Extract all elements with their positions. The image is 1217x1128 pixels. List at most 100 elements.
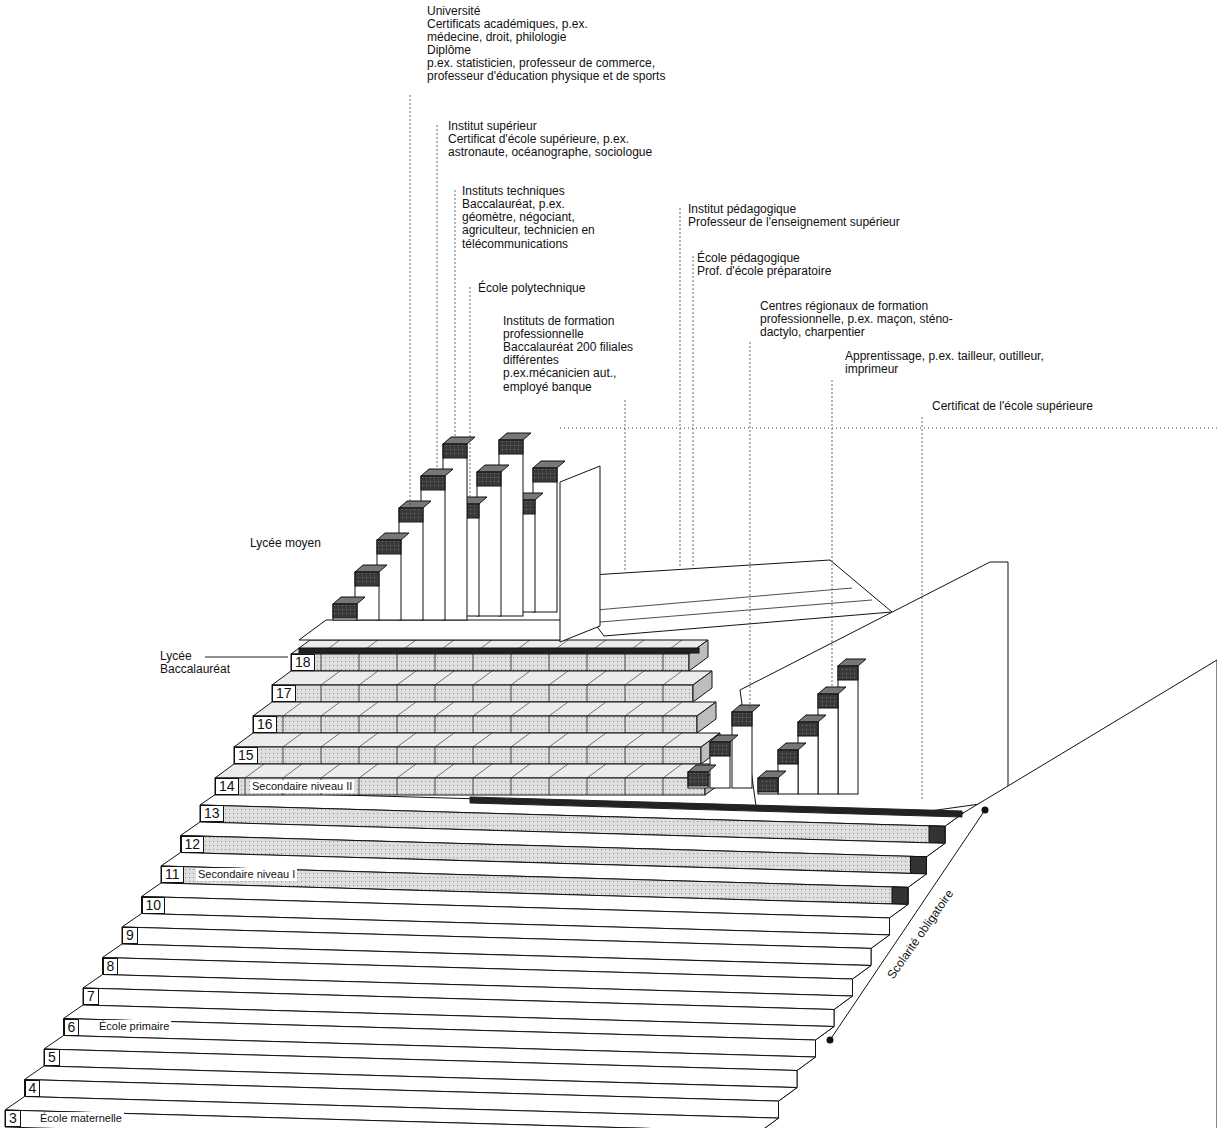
regional-step-riser	[732, 712, 752, 726]
brick-joint	[435, 778, 436, 795]
brick-end-face	[697, 702, 716, 733]
lycee-step-body	[399, 508, 423, 620]
callout-text: Centres régionaux de formation professio…	[760, 300, 975, 340]
lycee-step-top	[533, 461, 565, 468]
brick-joint	[663, 733, 682, 747]
lycee-step-riser	[333, 604, 357, 618]
brick-joint	[435, 702, 454, 716]
leader-line	[437, 125, 438, 470]
brick-joint	[549, 671, 568, 685]
lycee-step-top	[377, 533, 409, 540]
step-label: Secondaire niveau II	[250, 780, 354, 793]
step-number: 3	[5, 1110, 21, 1127]
apprentice-step-top	[758, 771, 786, 778]
brick-riser	[253, 716, 697, 733]
brick-joint	[359, 778, 360, 795]
regional-step-riser	[710, 742, 730, 756]
regional-step-top	[710, 735, 738, 742]
brick-joint	[473, 702, 492, 716]
brick-joint	[359, 733, 378, 747]
brick-joint	[473, 654, 474, 671]
brick-joint	[321, 671, 340, 685]
brick-joint	[435, 716, 436, 733]
brick-joint	[549, 747, 550, 764]
apprentice-step-riser	[758, 778, 778, 792]
leader-line	[625, 400, 626, 572]
brick-joint	[283, 733, 302, 747]
apprentice-step-riser	[798, 722, 818, 736]
brick-joint	[473, 733, 492, 747]
brick-joint	[359, 716, 360, 733]
brick-joint	[511, 702, 530, 716]
apprentice-step-body	[818, 694, 838, 794]
step-number: 15	[234, 747, 258, 764]
brick-joint	[587, 654, 588, 671]
brick-joint	[321, 733, 340, 747]
brick-joint	[625, 716, 626, 733]
lycee-step-riser	[355, 572, 379, 586]
step-dark-tip	[911, 856, 927, 873]
step-label: École maternelle	[38, 1112, 124, 1125]
lycee-step-riser	[533, 468, 557, 482]
brick-joint	[435, 764, 454, 778]
callout-text: École pédagogique	[697, 252, 957, 265]
brick-joint	[321, 685, 322, 702]
brick-joint	[625, 778, 626, 795]
brick-joint	[549, 716, 550, 733]
brick-joint	[625, 733, 644, 747]
brick-joint	[283, 747, 284, 764]
tread-dark-band	[470, 797, 962, 817]
brick-joint	[283, 702, 302, 716]
step-label: Secondaire niveau I	[196, 868, 297, 881]
lycee-step-riser	[399, 508, 423, 522]
leader-line	[750, 342, 751, 708]
brick-joint	[625, 764, 644, 778]
slab-edge	[596, 588, 852, 610]
step-number: 9	[122, 927, 138, 944]
step-number: 17	[272, 685, 296, 702]
brick-joint	[625, 685, 626, 702]
brick-joint	[663, 685, 664, 702]
brick-riser	[215, 778, 705, 795]
brick-joint	[397, 747, 398, 764]
leader-line	[410, 95, 411, 505]
leader-line	[680, 208, 681, 568]
step-number: 6	[64, 1019, 80, 1036]
brick-tread	[291, 640, 708, 654]
brick-joint	[587, 778, 588, 795]
lycee-step-body	[333, 604, 357, 620]
brick-joint	[359, 685, 360, 702]
brick-joint	[435, 685, 436, 702]
brick-joint	[587, 671, 606, 685]
brick-joint	[473, 671, 492, 685]
leader-line	[470, 287, 471, 498]
apprentice-step-body	[798, 722, 818, 794]
lycee-wall	[560, 466, 600, 642]
step-number: 13	[200, 805, 224, 822]
brick-joint	[321, 747, 322, 764]
step-number: 7	[83, 988, 99, 1005]
brick-joint	[549, 654, 550, 671]
apprentice-step-riser	[838, 666, 858, 680]
level-label: Lycée Baccalauréat	[160, 650, 245, 676]
brick-joint	[473, 747, 474, 764]
step-dark-tip	[892, 887, 908, 904]
brick-joint	[587, 764, 606, 778]
brick-riser	[291, 654, 689, 671]
apprentice-step-top	[798, 715, 826, 722]
brick-joint	[663, 671, 682, 685]
brick-joint	[663, 702, 682, 716]
brick-joint	[283, 716, 284, 733]
dotted-level-line	[560, 428, 1217, 429]
lycee-step-top	[399, 501, 431, 508]
callout-text: Apprentissage, p.ex. tailleur, outilleur…	[845, 350, 1045, 376]
brick-tread	[234, 733, 720, 747]
brick-joint	[549, 733, 568, 747]
brick-joint	[511, 747, 512, 764]
lycee-step-riser	[443, 444, 467, 458]
callout-text: Certificat d'école supérieure, p.ex. ast…	[448, 133, 688, 159]
brick-joint	[587, 702, 606, 716]
brick-joint	[549, 778, 550, 795]
brick-joint	[397, 671, 416, 685]
leader-line	[205, 657, 288, 658]
